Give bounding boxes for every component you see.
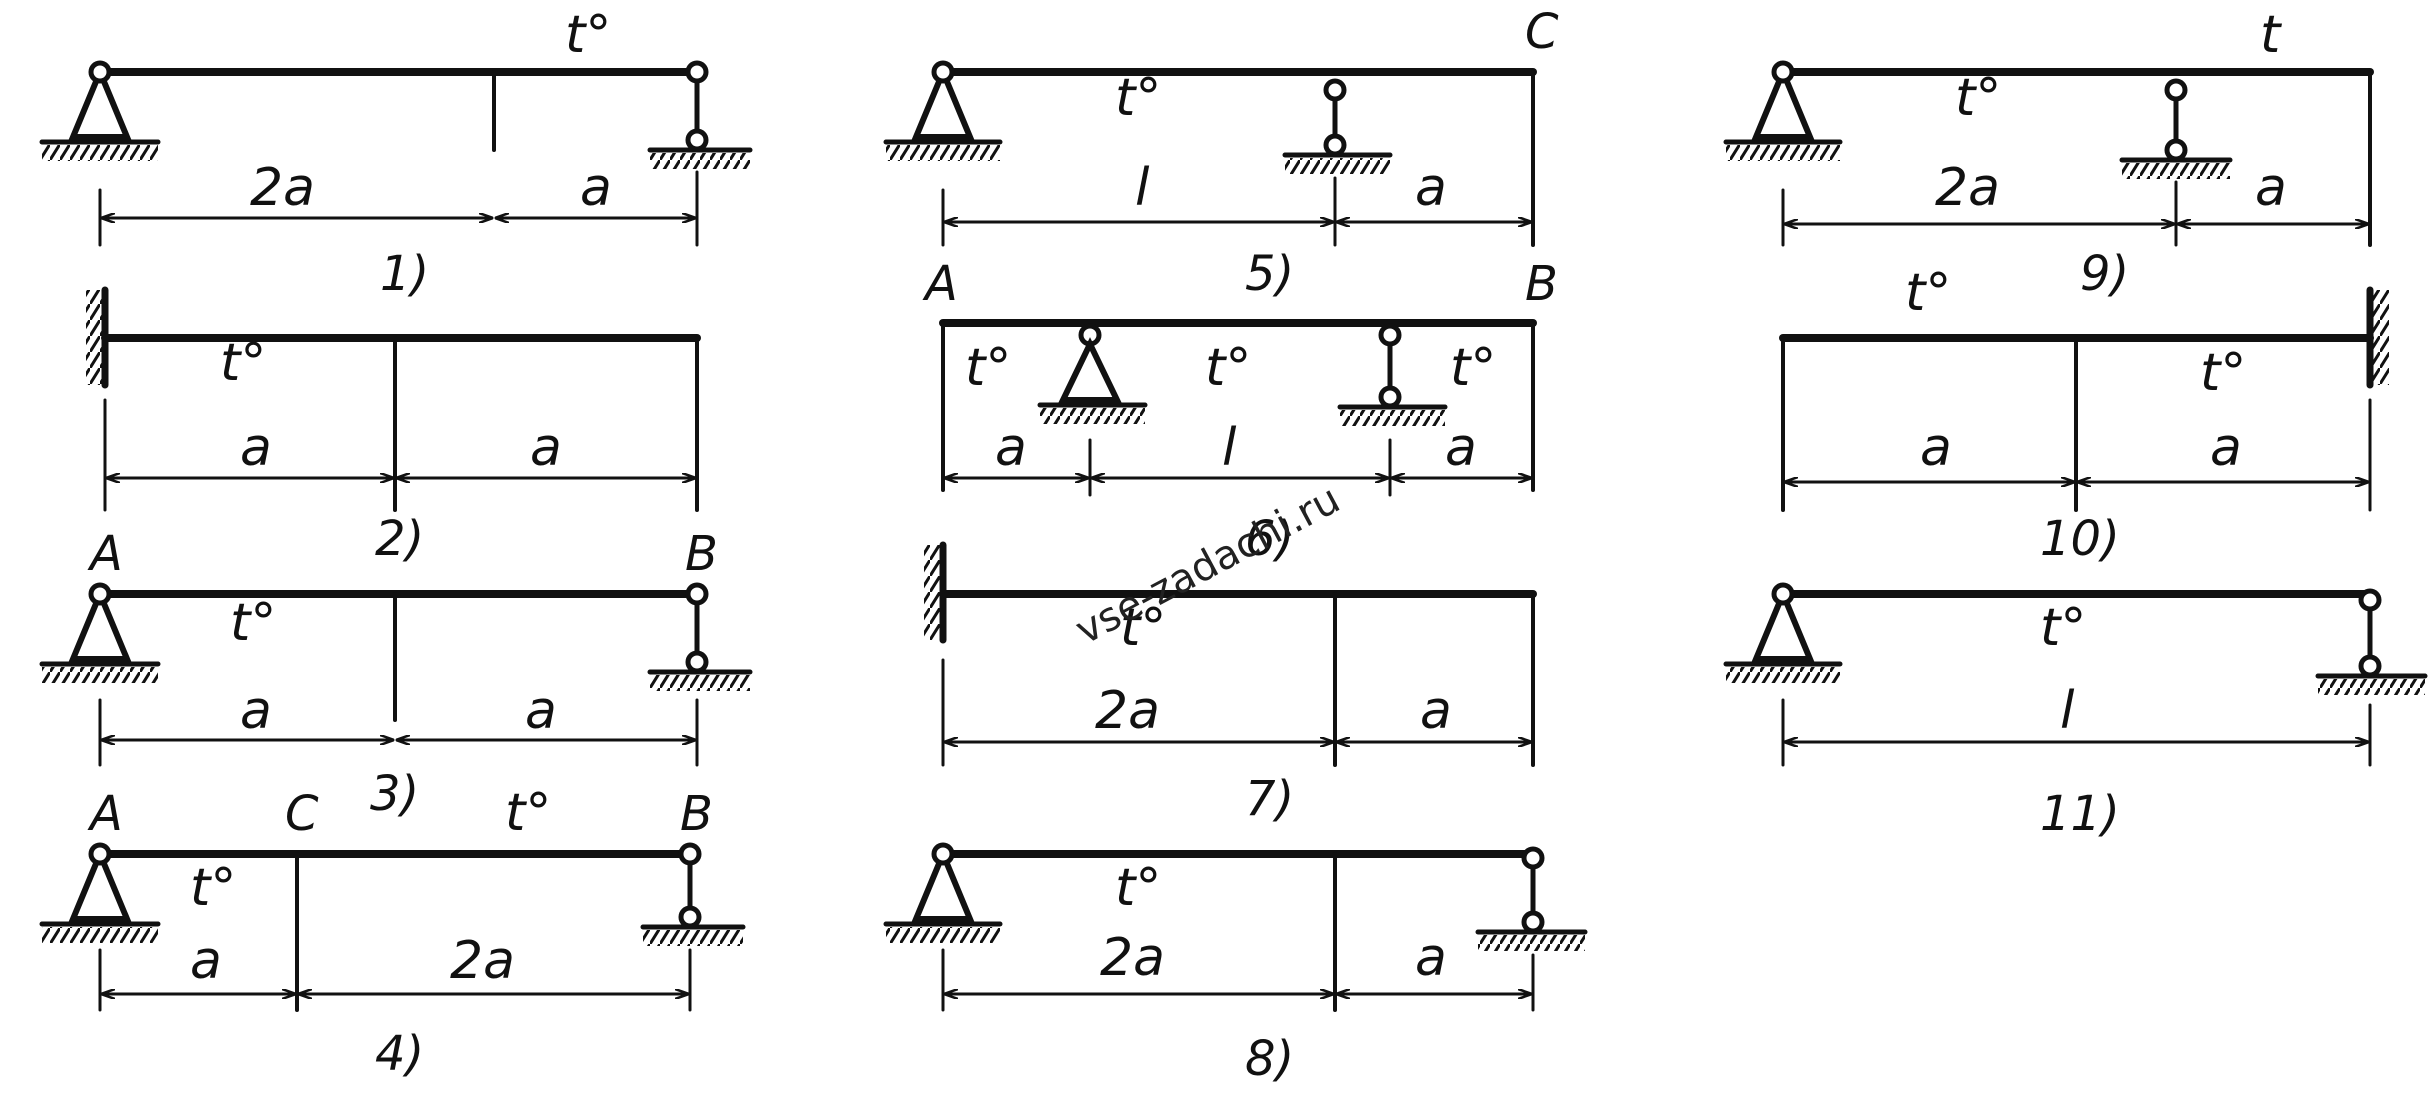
figure-caption: 8)	[1245, 1031, 1294, 1087]
diagram-2	[86, 286, 701, 512]
diagram-3	[39, 582, 753, 767]
dimension-label: a	[240, 681, 272, 741]
diagram-9	[1723, 60, 2374, 247]
figure-caption: 11)	[2040, 786, 2120, 842]
temperature-label: t	[2260, 5, 2282, 65]
figure-caption: 5)	[1245, 246, 1294, 302]
pin-support	[883, 842, 1003, 943]
figure-caption: 9)	[2080, 246, 2129, 302]
roller-support	[2119, 78, 2233, 179]
figure-caption: 6)	[1245, 511, 1294, 567]
temperature-label: t°	[1115, 68, 1161, 128]
dimension-label: a	[190, 931, 222, 991]
point-label-b: B	[685, 526, 718, 582]
temperature-label: t°	[565, 5, 611, 65]
temperature-label: t°	[220, 333, 266, 393]
figure-caption: 4)	[375, 1026, 424, 1082]
dimension-label: 2a	[450, 931, 515, 991]
roller-support	[1475, 846, 1588, 951]
temperature-label: t°	[1205, 338, 1251, 398]
temperature-label: t°	[2040, 598, 2086, 658]
dimension-label: a	[1415, 928, 1447, 988]
roller-support	[647, 582, 753, 691]
dimension-label: a	[1920, 418, 1952, 478]
pin-support	[39, 60, 161, 161]
dimension-label: a	[1420, 681, 1452, 741]
dimension-label: a	[240, 418, 272, 478]
dimension-label: a	[2255, 158, 2287, 218]
pin-support	[39, 582, 161, 683]
diagram-4	[39, 842, 746, 1012]
point-label-a: A	[87, 786, 123, 842]
diagram-8	[883, 842, 1588, 1012]
diagram-10	[1779, 286, 2389, 512]
pin-support	[1723, 582, 1843, 683]
point-label-b: B	[1525, 256, 1558, 312]
pin-support	[1723, 60, 1843, 161]
temperature-label: t°	[1115, 858, 1161, 918]
diagram-1	[39, 60, 753, 247]
fixed-support	[924, 541, 947, 644]
figure-caption: 2)	[375, 511, 424, 567]
diagram-5	[883, 60, 1537, 247]
dimension-label: a	[525, 681, 557, 741]
dimension-label: 2a	[1935, 158, 2000, 218]
dimension-label: l	[1222, 418, 1237, 478]
dimension-label: a	[580, 158, 612, 218]
temperature-label: t°	[230, 593, 276, 653]
temperature-label: t°	[965, 338, 1011, 398]
temperature-label: t°	[1120, 598, 1166, 658]
diagram-11	[1723, 582, 2428, 767]
diagram-6	[939, 319, 1537, 497]
fixed-support	[86, 286, 109, 389]
figure-caption: 1)	[380, 246, 429, 302]
dimension-label: 2a	[250, 158, 315, 218]
temperature-label: t°	[1905, 263, 1951, 323]
dimension-label: a	[995, 418, 1027, 478]
figure-caption: 3)	[370, 766, 419, 822]
dimension-label: 2a	[1100, 928, 1165, 988]
temperature-label: t°	[505, 783, 551, 843]
pin-support	[1037, 323, 1148, 424]
temperature-label: t°	[190, 858, 236, 918]
dimension-label: l	[2060, 681, 2075, 741]
dimension-label: a	[1415, 158, 1447, 218]
temperature-label: t°	[1955, 68, 2001, 128]
point-label-c: C	[1525, 4, 1559, 60]
dimension-label: l	[1135, 158, 1150, 218]
figure-caption: 10)	[2040, 511, 2120, 567]
dimension-label: 2a	[1095, 681, 1160, 741]
pin-support	[883, 60, 1003, 161]
point-label-b: B	[680, 786, 713, 842]
point-label-c: C	[285, 786, 319, 842]
roller-support	[2315, 588, 2428, 695]
pin-support	[39, 842, 161, 943]
dimension-label: a	[2210, 418, 2242, 478]
dimension-label: a	[530, 418, 562, 478]
roller-support	[1337, 323, 1448, 426]
temperature-label: t°	[1450, 338, 1496, 398]
watermark: vse-zadachi.ru	[1068, 476, 1347, 654]
figure-caption: 7)	[1245, 771, 1294, 827]
roller-support	[1282, 78, 1393, 174]
roller-support	[640, 842, 746, 946]
diagram-7	[924, 541, 1537, 767]
temperature-label: t°	[2200, 343, 2246, 403]
point-label-a: A	[87, 526, 123, 582]
dimension-label: a	[1445, 418, 1477, 478]
roller-support	[647, 60, 753, 169]
fixed-support	[2366, 286, 2389, 389]
point-label-a: A	[922, 256, 958, 312]
